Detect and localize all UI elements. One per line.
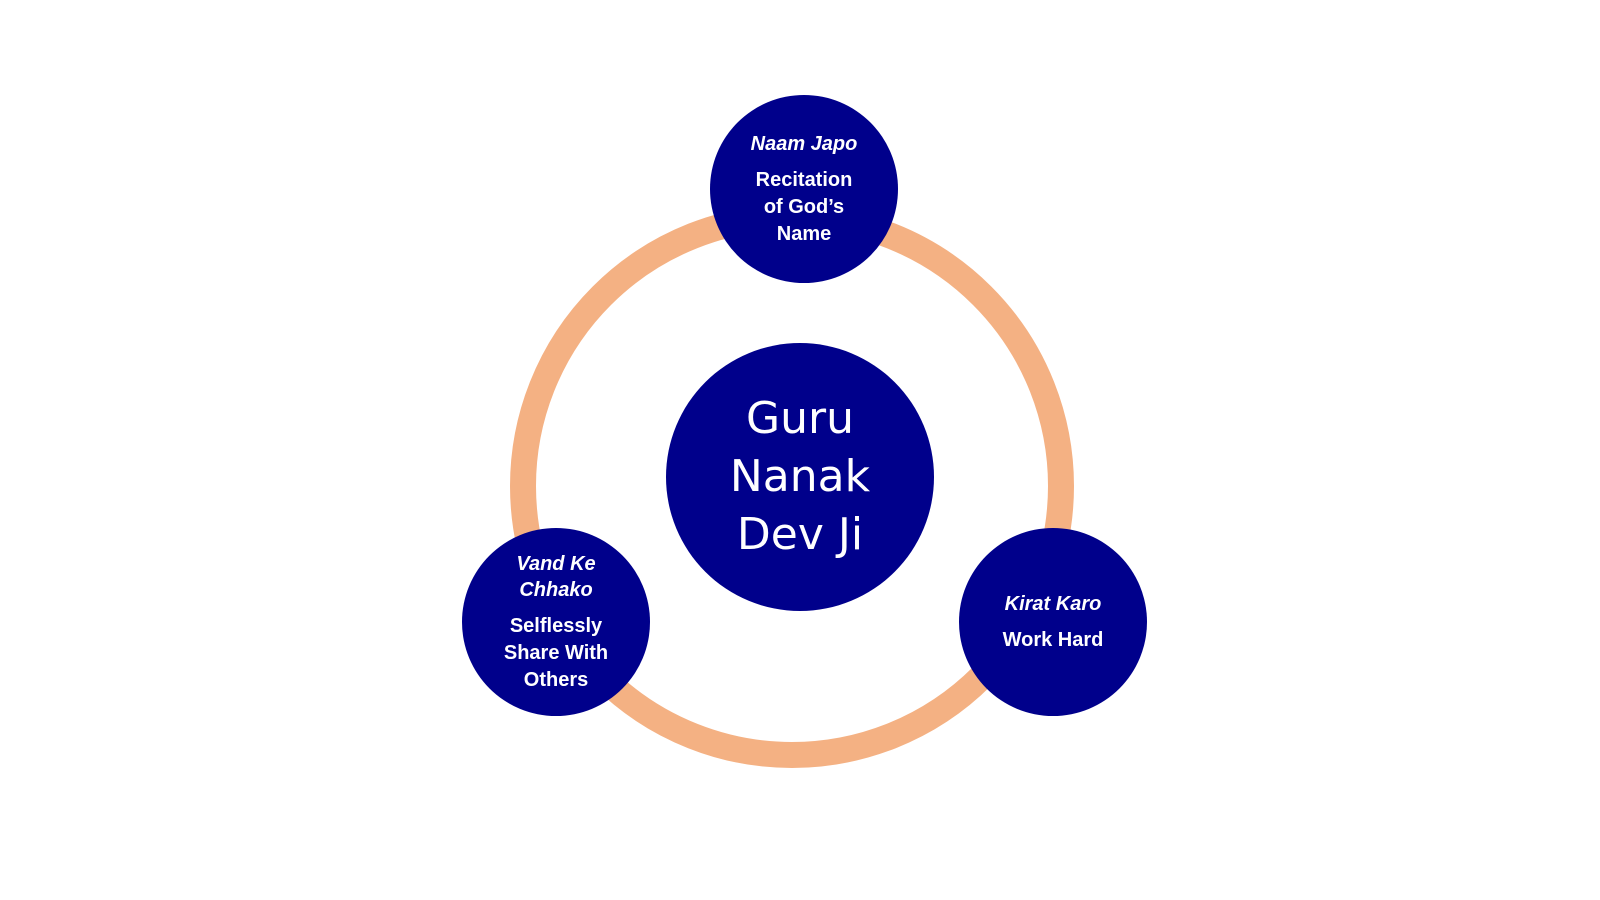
pillar-meaning: Recitation of God’s Name [755,168,853,245]
pillar-name: Naam Japo [750,132,858,155]
pillar-node-vand-ke-chhako: Vand Ke Chhako Selflessly Share With Oth… [462,528,650,716]
pillar-node-kirat-karo: Kirat Karo Work Hard [959,528,1147,716]
center-title: Guru Nanak Dev Ji [729,393,871,560]
pillar-meaning: Work Hard [1002,628,1104,651]
pillar-node-naam-japo: Naam Japo Recitation of God’s Name [710,95,898,283]
pillar-name: Vand Ke Chhako [516,552,596,601]
pillar-meaning: Selflessly Share With Others [503,614,609,691]
center-node: Guru Nanak Dev Ji [666,343,934,611]
pillar-name: Kirat Karo [1004,592,1102,615]
